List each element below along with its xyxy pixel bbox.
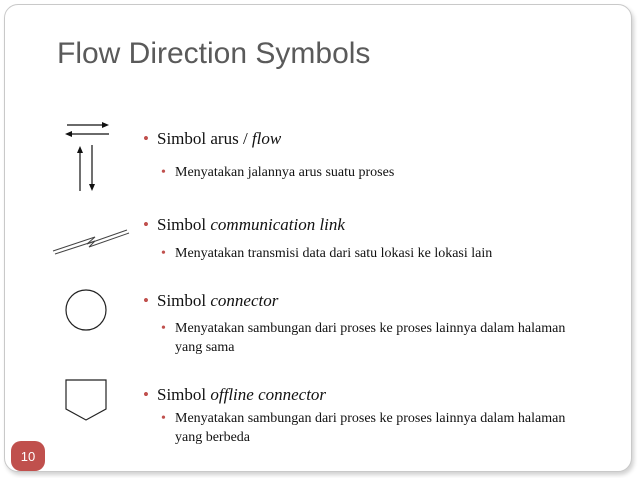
flow-arrows-icon: [65, 122, 109, 191]
item-heading-connector: •Simbol connector: [143, 291, 279, 310]
item-heading-communication-link: •Simbol communication link: [143, 215, 345, 234]
communication-link-icon: [52, 229, 130, 255]
offline-connector-icon: [65, 379, 107, 421]
item-description-communication-link: • Menyatakan transmisi data dari satu lo…: [161, 246, 493, 261]
sub-bullet-dot: •: [161, 411, 166, 426]
bullet-dot: •: [143, 385, 149, 404]
slide-title: Flow Direction Symbols: [57, 37, 371, 70]
bullet-dot: •: [143, 215, 149, 234]
sub-bullet-dot: •: [161, 165, 166, 180]
item-description-connector: • Menyatakan sambungan dari proses ke pr…: [161, 321, 566, 355]
page-number-badge: 10: [11, 441, 45, 471]
sub-bullet-dot: •: [161, 321, 166, 336]
connector-circle-icon: [65, 289, 107, 331]
slide: Flow Direction Symbols •Simbol arus / fl…: [4, 4, 632, 472]
bullet-dot: •: [143, 291, 149, 310]
item-heading-offline-connector: •Simbol offline connector: [143, 385, 327, 404]
bullet-dot: •: [143, 129, 149, 148]
item-description-offline-connector: • Menyatakan sambungan dari proses ke pr…: [161, 411, 566, 445]
item-description-flow: • Menyatakan jalannya arus suatu proses: [161, 165, 395, 180]
item-heading-flow: •Simbol arus / flow: [143, 129, 282, 148]
sub-bullet-dot: •: [161, 246, 166, 261]
